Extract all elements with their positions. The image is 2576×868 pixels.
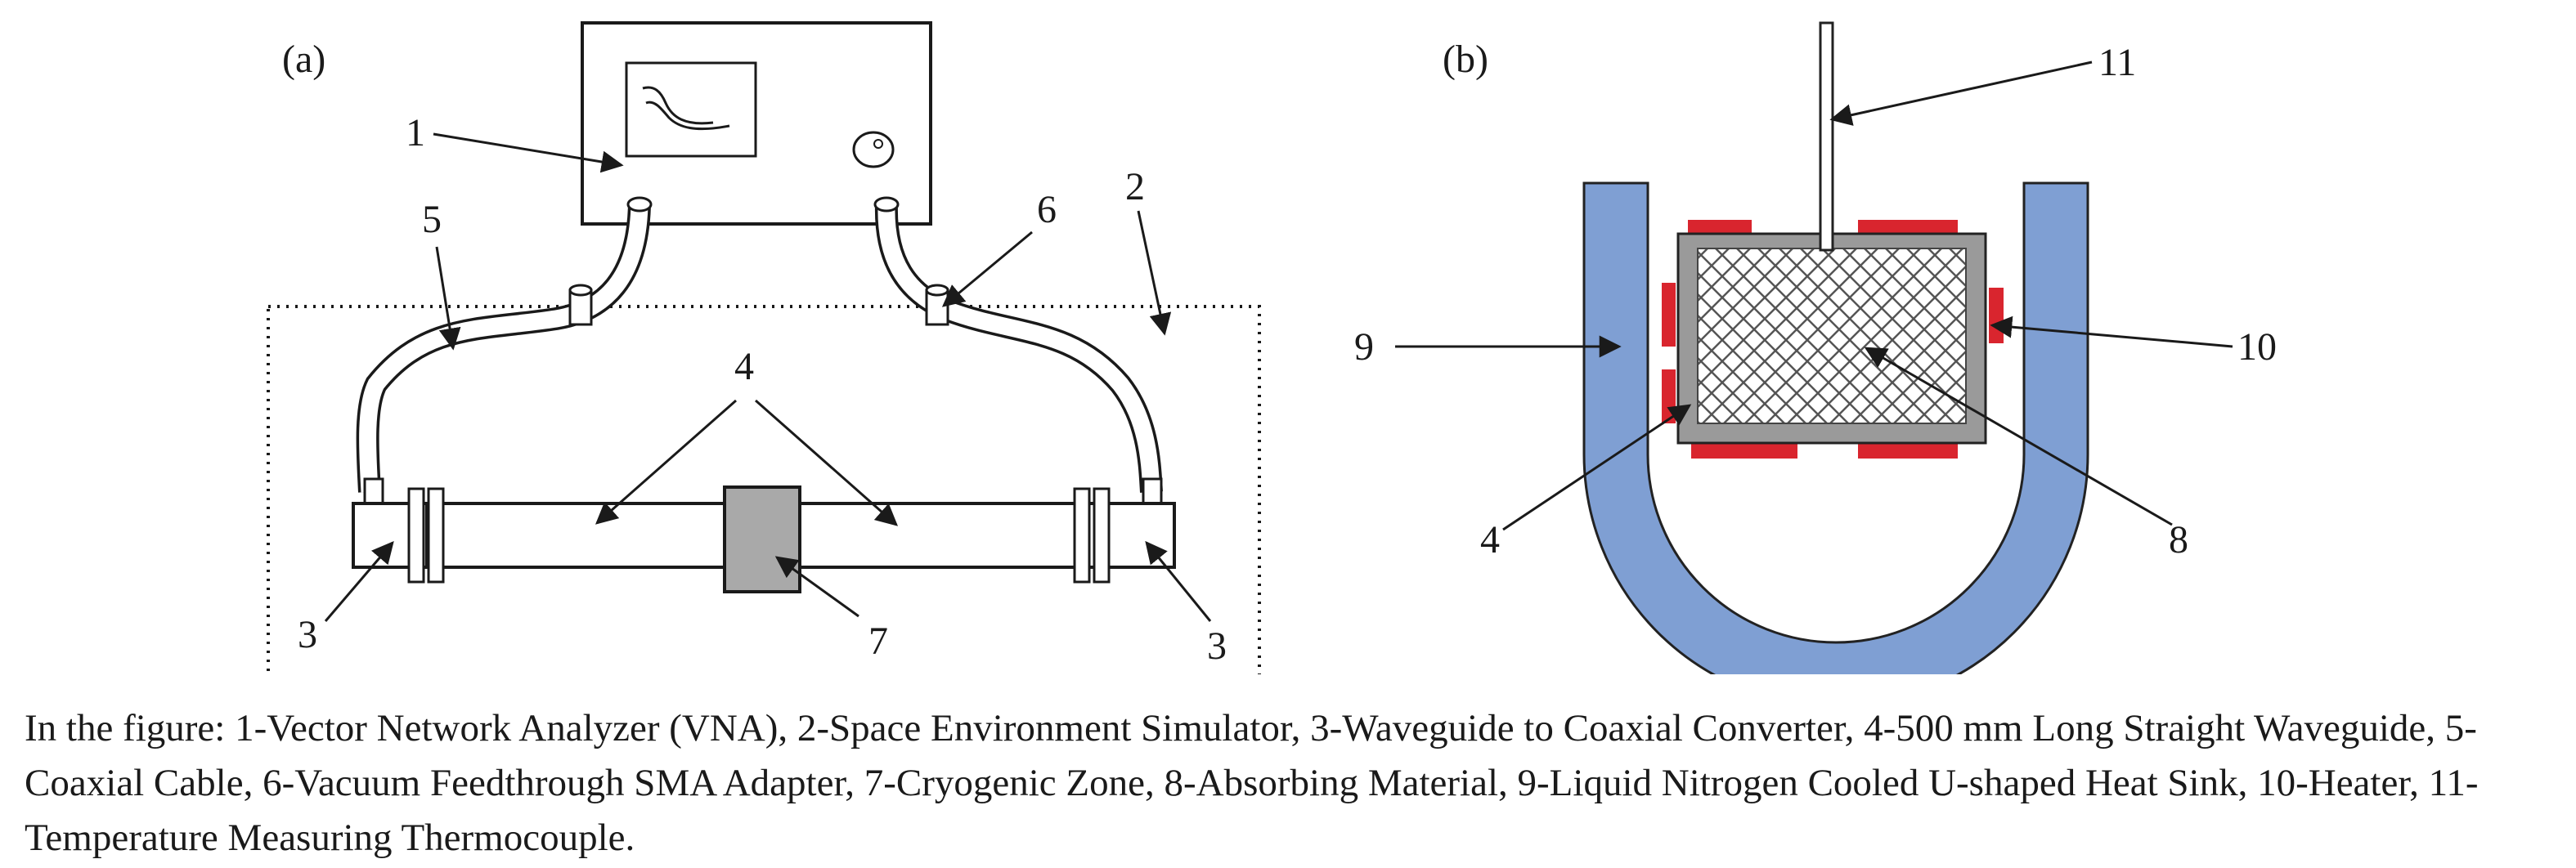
coaxial-cable-left [356,204,651,493]
callout-line-4-right [755,399,899,526]
waveguide-flanges [407,487,1111,584]
cryogenic-zone [723,485,801,593]
callout-line-5 [435,246,461,351]
callout-number-10: 10 [2237,325,2277,369]
callout-number-11: 11 [2098,41,2136,84]
callout-line-1 [433,132,624,173]
callout-number-4-a: 4 [734,345,754,388]
callout-line-11 [1829,60,2093,126]
thermocouple [1819,21,1834,252]
waveguide-coax-converter-right [1097,502,1176,569]
sma-adapter-left [568,284,593,326]
callout-line-3-left [324,540,394,622]
callout-number-4-b: 4 [1480,518,1500,562]
space-environment-simulator [267,305,1261,674]
callout-number-2: 2 [1125,165,1145,208]
callout-number-7: 7 [868,620,888,663]
figure-caption: In the figure: 1-Vector Network Analyzer… [25,707,2479,859]
callout-line-2 [1137,210,1172,336]
vna-screen [625,61,757,158]
heaters [1662,220,2004,459]
callout-number-9: 9 [1354,325,1374,369]
callout-number-3-right: 3 [1207,624,1227,668]
callout-number-6: 6 [1037,188,1057,231]
panel-a-label: (a) [282,38,325,81]
absorbing-material [1697,248,1967,424]
callout-line-6 [941,230,1033,307]
u-shaped-heat-sink [1582,181,2089,674]
coaxial-cable-right [874,204,1163,493]
panel-b: (b) 4 8 9 [1354,21,2277,674]
vector-network-analyzer [581,21,932,226]
vna-trace-icon [642,86,714,125]
callout-line-4-left [595,399,737,525]
panel-a: (a) [267,21,1261,674]
vna-knob-icon [852,131,895,168]
panel-b-label: (b) [1443,38,1488,81]
callout-number-3-left: 3 [298,613,317,656]
experimental-setup-figure: (a) [267,21,2277,674]
callout-line-4-b [1502,404,1692,531]
callout-line-3-right [1145,540,1212,622]
callout-number-1: 1 [406,111,425,154]
callout-number-5: 5 [422,198,442,241]
callout-line-7 [774,556,859,618]
callout-line-8 [1864,347,2173,526]
callout-line-10 [1990,315,2233,348]
callout-number-8: 8 [2169,518,2188,562]
